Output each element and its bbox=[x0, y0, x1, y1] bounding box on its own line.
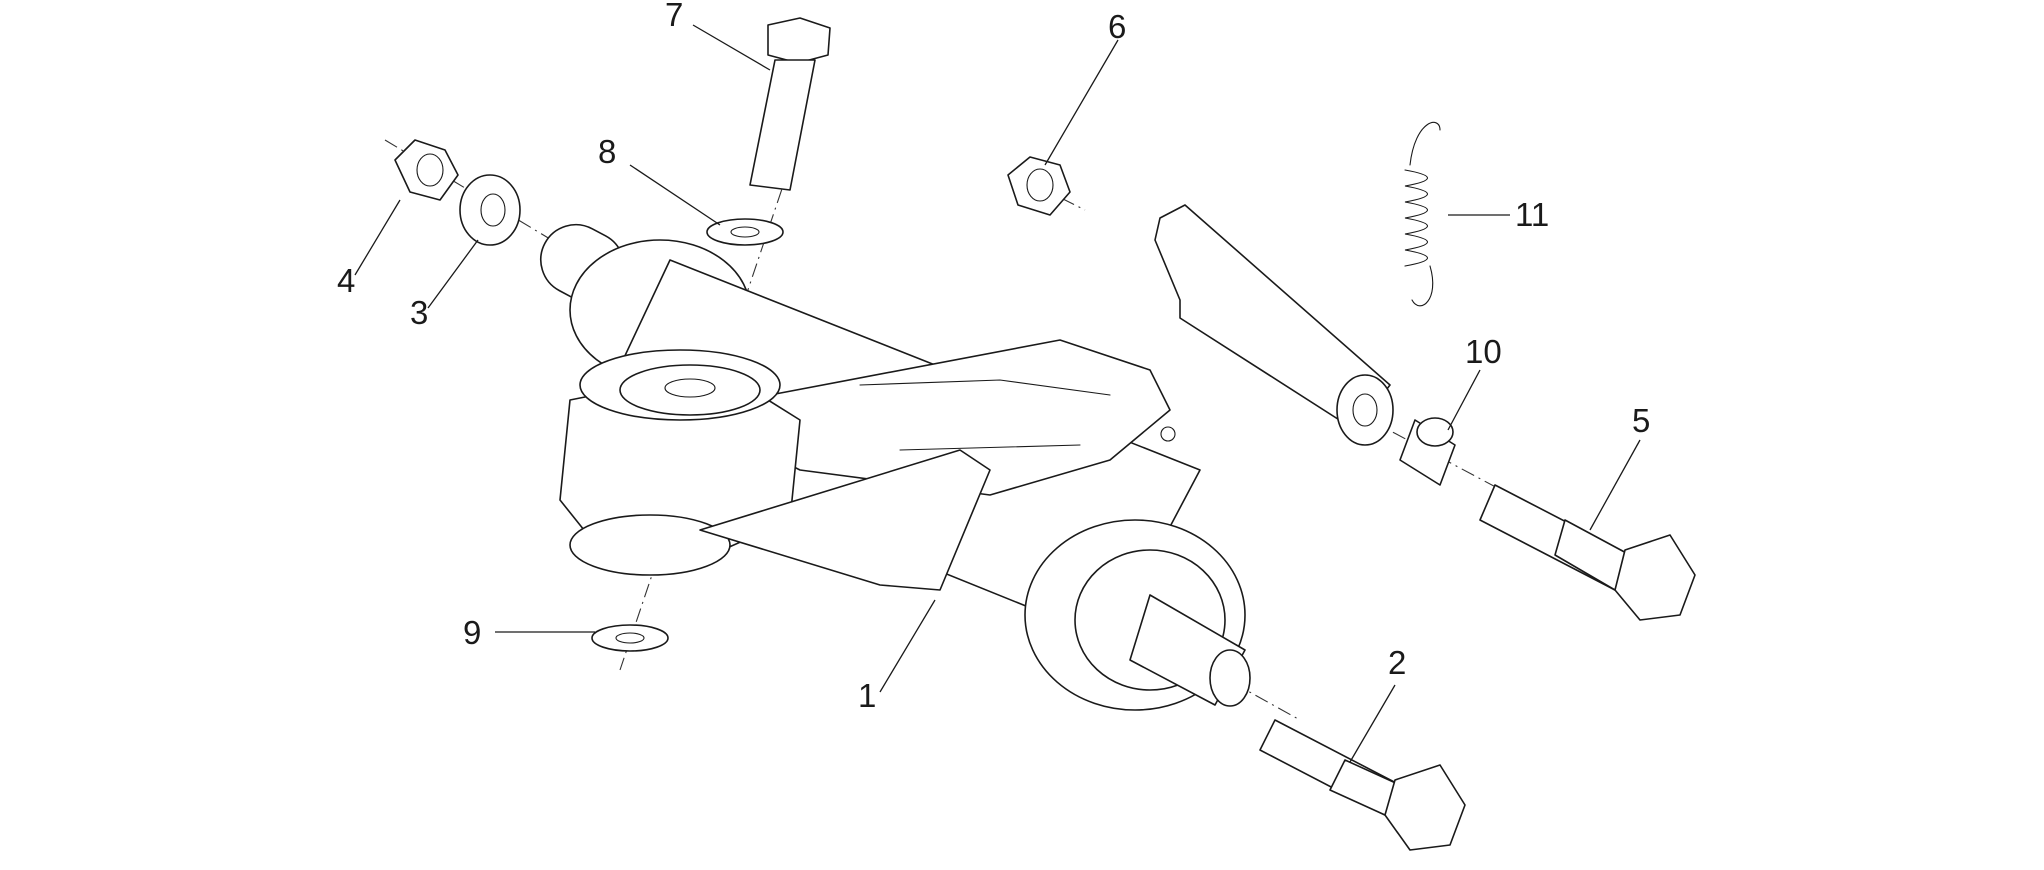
washer-part-9 bbox=[591, 624, 669, 652]
callout-5: 5 bbox=[1632, 402, 1650, 439]
leader-lines bbox=[354, 24, 1641, 763]
callout-8: 8 bbox=[598, 133, 616, 170]
callout-2: 2 bbox=[1388, 644, 1406, 681]
callout-3: 3 bbox=[410, 294, 428, 331]
washer-part-3 bbox=[459, 174, 521, 246]
swing-arm-part-1 bbox=[540, 204, 1394, 711]
callout-7: 7 bbox=[665, 0, 683, 33]
nut-part-4 bbox=[394, 139, 459, 201]
spacer-part-10 bbox=[1399, 417, 1456, 486]
callout-6: 6 bbox=[1108, 8, 1126, 45]
callout-10: 10 bbox=[1465, 333, 1502, 370]
washer-part-8 bbox=[706, 218, 784, 246]
callout-labels: 1 2 3 4 5 6 7 8 9 10 11 bbox=[337, 0, 1650, 714]
nut-part-6 bbox=[1007, 156, 1071, 216]
callout-9: 9 bbox=[463, 614, 481, 651]
bolt-part-5 bbox=[1479, 484, 1696, 621]
bolt-part-7 bbox=[749, 17, 831, 191]
bolt-part-2 bbox=[1259, 719, 1466, 851]
callout-1: 1 bbox=[858, 677, 876, 714]
spring-part-11 bbox=[1404, 121, 1441, 307]
callout-4: 4 bbox=[337, 262, 355, 299]
callout-11: 11 bbox=[1515, 196, 1549, 233]
